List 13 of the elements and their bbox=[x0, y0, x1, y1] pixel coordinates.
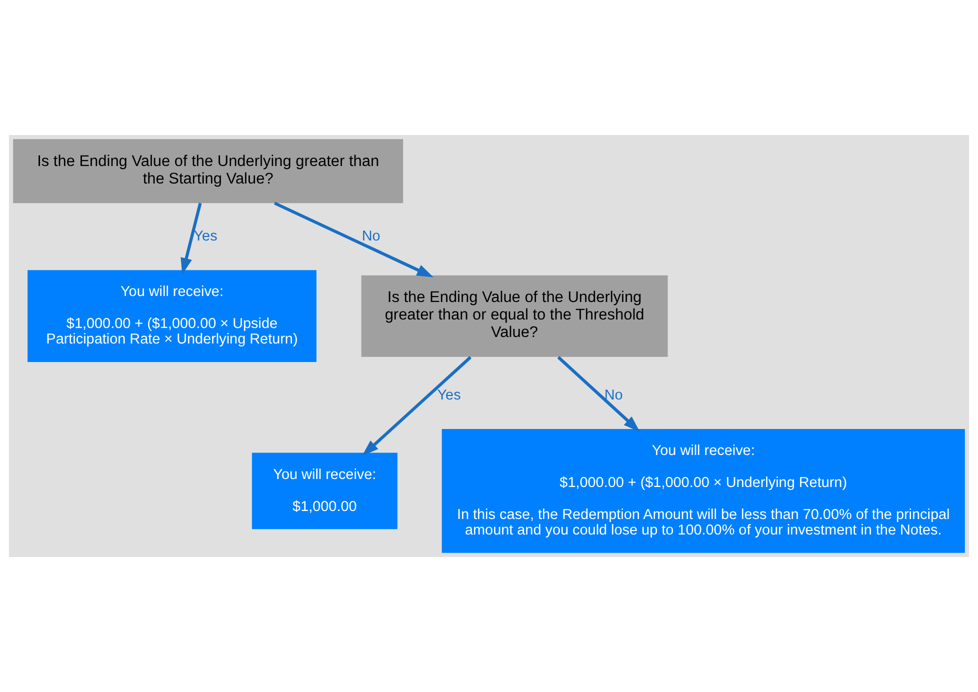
node-box: You will receive: $1,000.00 + ($1,000.00 × Underlying Return) In this case, the Redemption Amount will be less than 70.00% of the principal amount and you could lose up to 100.00% of your investment in the Notes. bbox=[442, 429, 965, 553]
edge-label: No bbox=[362, 228, 380, 244]
node-box: Is the Ending Value of the Underlying greater than the Starting Value? bbox=[13, 139, 404, 204]
edge-label: Yes bbox=[194, 228, 218, 244]
edge-label: Yes bbox=[437, 387, 461, 404]
arrow bbox=[180, 202, 202, 275]
arrow bbox=[274, 202, 434, 278]
node-box: You will receive: $1,000.00 bbox=[252, 452, 398, 530]
arrow bbox=[557, 356, 640, 432]
edge-label: No bbox=[604, 387, 623, 404]
node-box: You will receive: $1,000.00 + ($1,000.00 × Upside Participation Rate × Underlying Return) bbox=[28, 270, 316, 362]
node-box: Is the Ending Value of the Underlying greater than or equal to the Threshold Value? bbox=[361, 275, 668, 357]
arrow bbox=[362, 356, 472, 456]
